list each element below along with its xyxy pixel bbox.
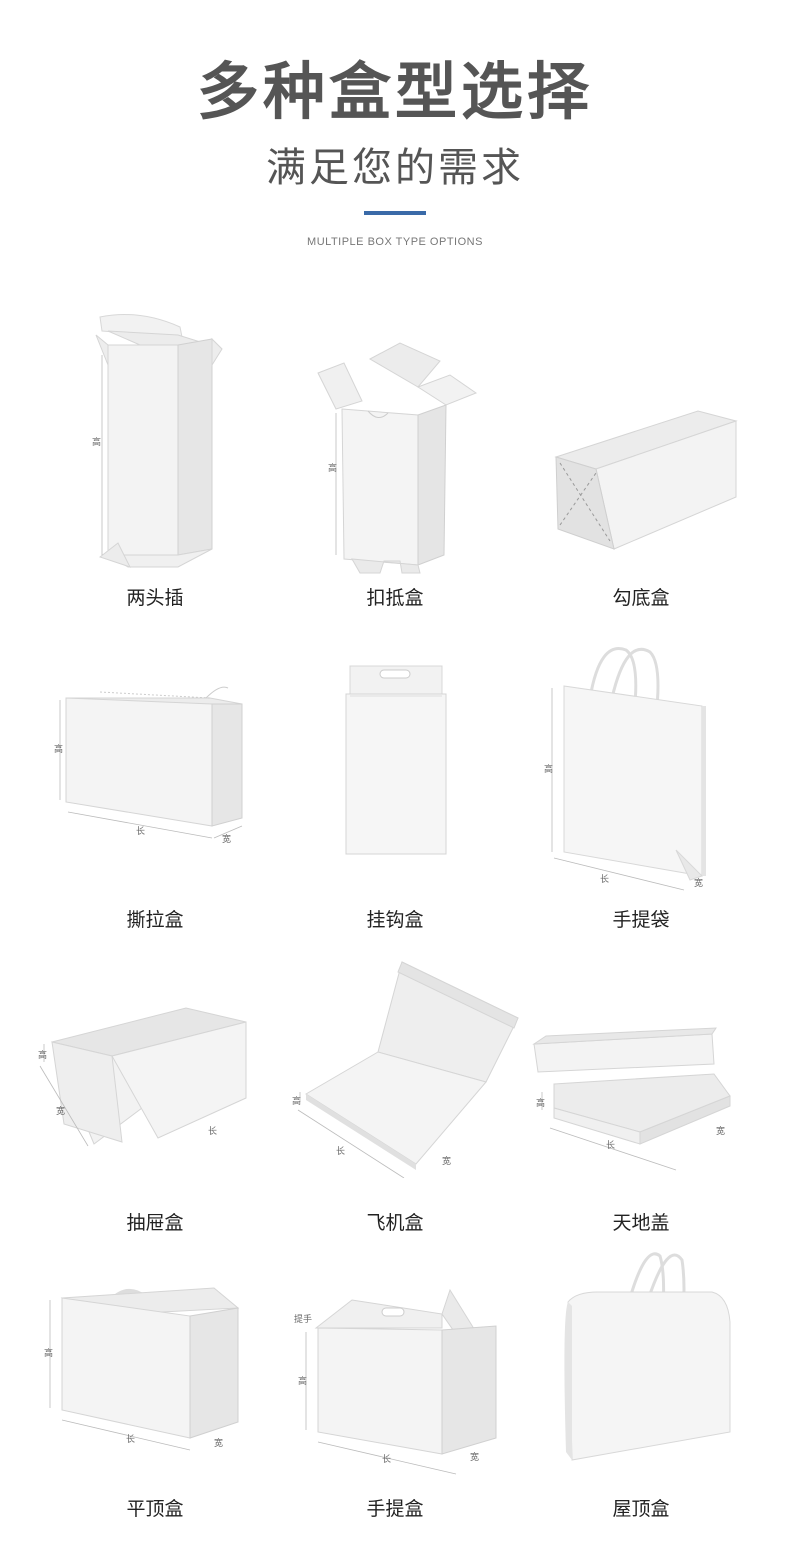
box-label: 勾底盒: [612, 587, 670, 609]
svg-text:高: 高: [92, 436, 101, 448]
box-label: 飞机盒: [366, 1212, 424, 1234]
svg-text:宽: 宽: [694, 877, 703, 889]
box-label: 撕拉盒: [126, 909, 184, 931]
box-card[interactable]: 高 两头插: [30, 305, 280, 625]
svg-text:高: 高: [44, 1347, 53, 1359]
svg-text:宽: 宽: [470, 1451, 479, 1463]
svg-text:提手: 提手: [294, 1313, 312, 1325]
box-label: 手提盒: [366, 1498, 424, 1520]
tear-strip-box-icon: 高 长 宽: [54, 686, 243, 845]
paper-bag-icon: 高 长 宽: [544, 647, 706, 891]
svg-text:宽: 宽: [214, 1437, 223, 1449]
svg-text:长: 长: [336, 1145, 345, 1157]
box-card[interactable]: 勾底盒: [516, 305, 766, 625]
box-card[interactable]: 提手 高 长 宽 手提盒: [270, 1270, 520, 1530]
handle-box-icon: 提手 高 长 宽: [294, 1288, 497, 1475]
svg-text:长: 长: [606, 1139, 615, 1151]
box-card[interactable]: 挂钩盒: [270, 640, 520, 950]
svg-text:长: 长: [600, 873, 609, 885]
svg-text:宽: 宽: [56, 1105, 65, 1117]
svg-text:高: 高: [544, 763, 553, 775]
box-card[interactable]: 高 长 宽 天地盖: [516, 958, 766, 1238]
svg-text:高: 高: [38, 1049, 47, 1061]
svg-text:宽: 宽: [442, 1155, 451, 1167]
svg-text:长: 长: [208, 1125, 217, 1137]
svg-text:长: 长: [126, 1433, 135, 1445]
box-label: 扣抵盒: [366, 587, 424, 609]
box-card[interactable]: 屋顶盒: [516, 1246, 766, 1530]
lock-bottom-box-icon: 高: [317, 342, 478, 574]
mailer-box-icon: 高 长 宽: [292, 961, 519, 1178]
page-title: 多种盒型选择: [196, 55, 593, 128]
box-card[interactable]: 高 长 宽 手提袋: [516, 640, 766, 950]
box-label: 平顶盒: [126, 1498, 184, 1520]
box-card[interactable]: 高 长 宽 飞机盒: [270, 958, 520, 1238]
box-card[interactable]: 高 宽 长 抽屉盒: [18, 958, 268, 1238]
svg-text:高: 高: [298, 1375, 307, 1387]
box-label: 手提袋: [612, 909, 670, 931]
lid-base-box-icon: 高 长 宽: [532, 1027, 731, 1171]
roof-box-icon: [564, 1252, 731, 1461]
box-label: 屋顶盒: [612, 1498, 670, 1520]
box-label: 天地盖: [612, 1212, 670, 1234]
page-subtitle: 满足您的需求: [266, 145, 524, 191]
svg-text:高: 高: [292, 1095, 301, 1107]
tuck-end-box-icon: 高: [92, 314, 223, 568]
hang-hook-box-icon: [345, 665, 447, 855]
box-label: 挂钩盒: [366, 909, 424, 931]
hook-bottom-box-icon: [554, 410, 738, 550]
flat-top-box-icon: 高 长 宽: [44, 1287, 240, 1451]
box-label: 抽屉盒: [126, 1212, 184, 1234]
svg-text:宽: 宽: [222, 833, 231, 845]
english-subtitle: MULTIPLE BOX TYPE OPTIONS: [307, 236, 483, 248]
box-card[interactable]: 高 长 宽 撕拉盒: [30, 640, 280, 950]
svg-text:宽: 宽: [716, 1125, 725, 1137]
svg-text:长: 长: [136, 825, 145, 837]
svg-text:高: 高: [328, 462, 337, 474]
svg-text:高: 高: [54, 743, 63, 755]
box-label: 两头插: [126, 587, 184, 609]
svg-text:高: 高: [536, 1097, 545, 1109]
title-accent-bar: [364, 211, 426, 215]
box-card[interactable]: 高 长 宽 平顶盒: [30, 1270, 280, 1530]
drawer-box-icon: 高 宽 长: [38, 1007, 247, 1147]
box-card[interactable]: 高 扣抵盒: [270, 305, 520, 625]
svg-text:长: 长: [382, 1453, 391, 1465]
